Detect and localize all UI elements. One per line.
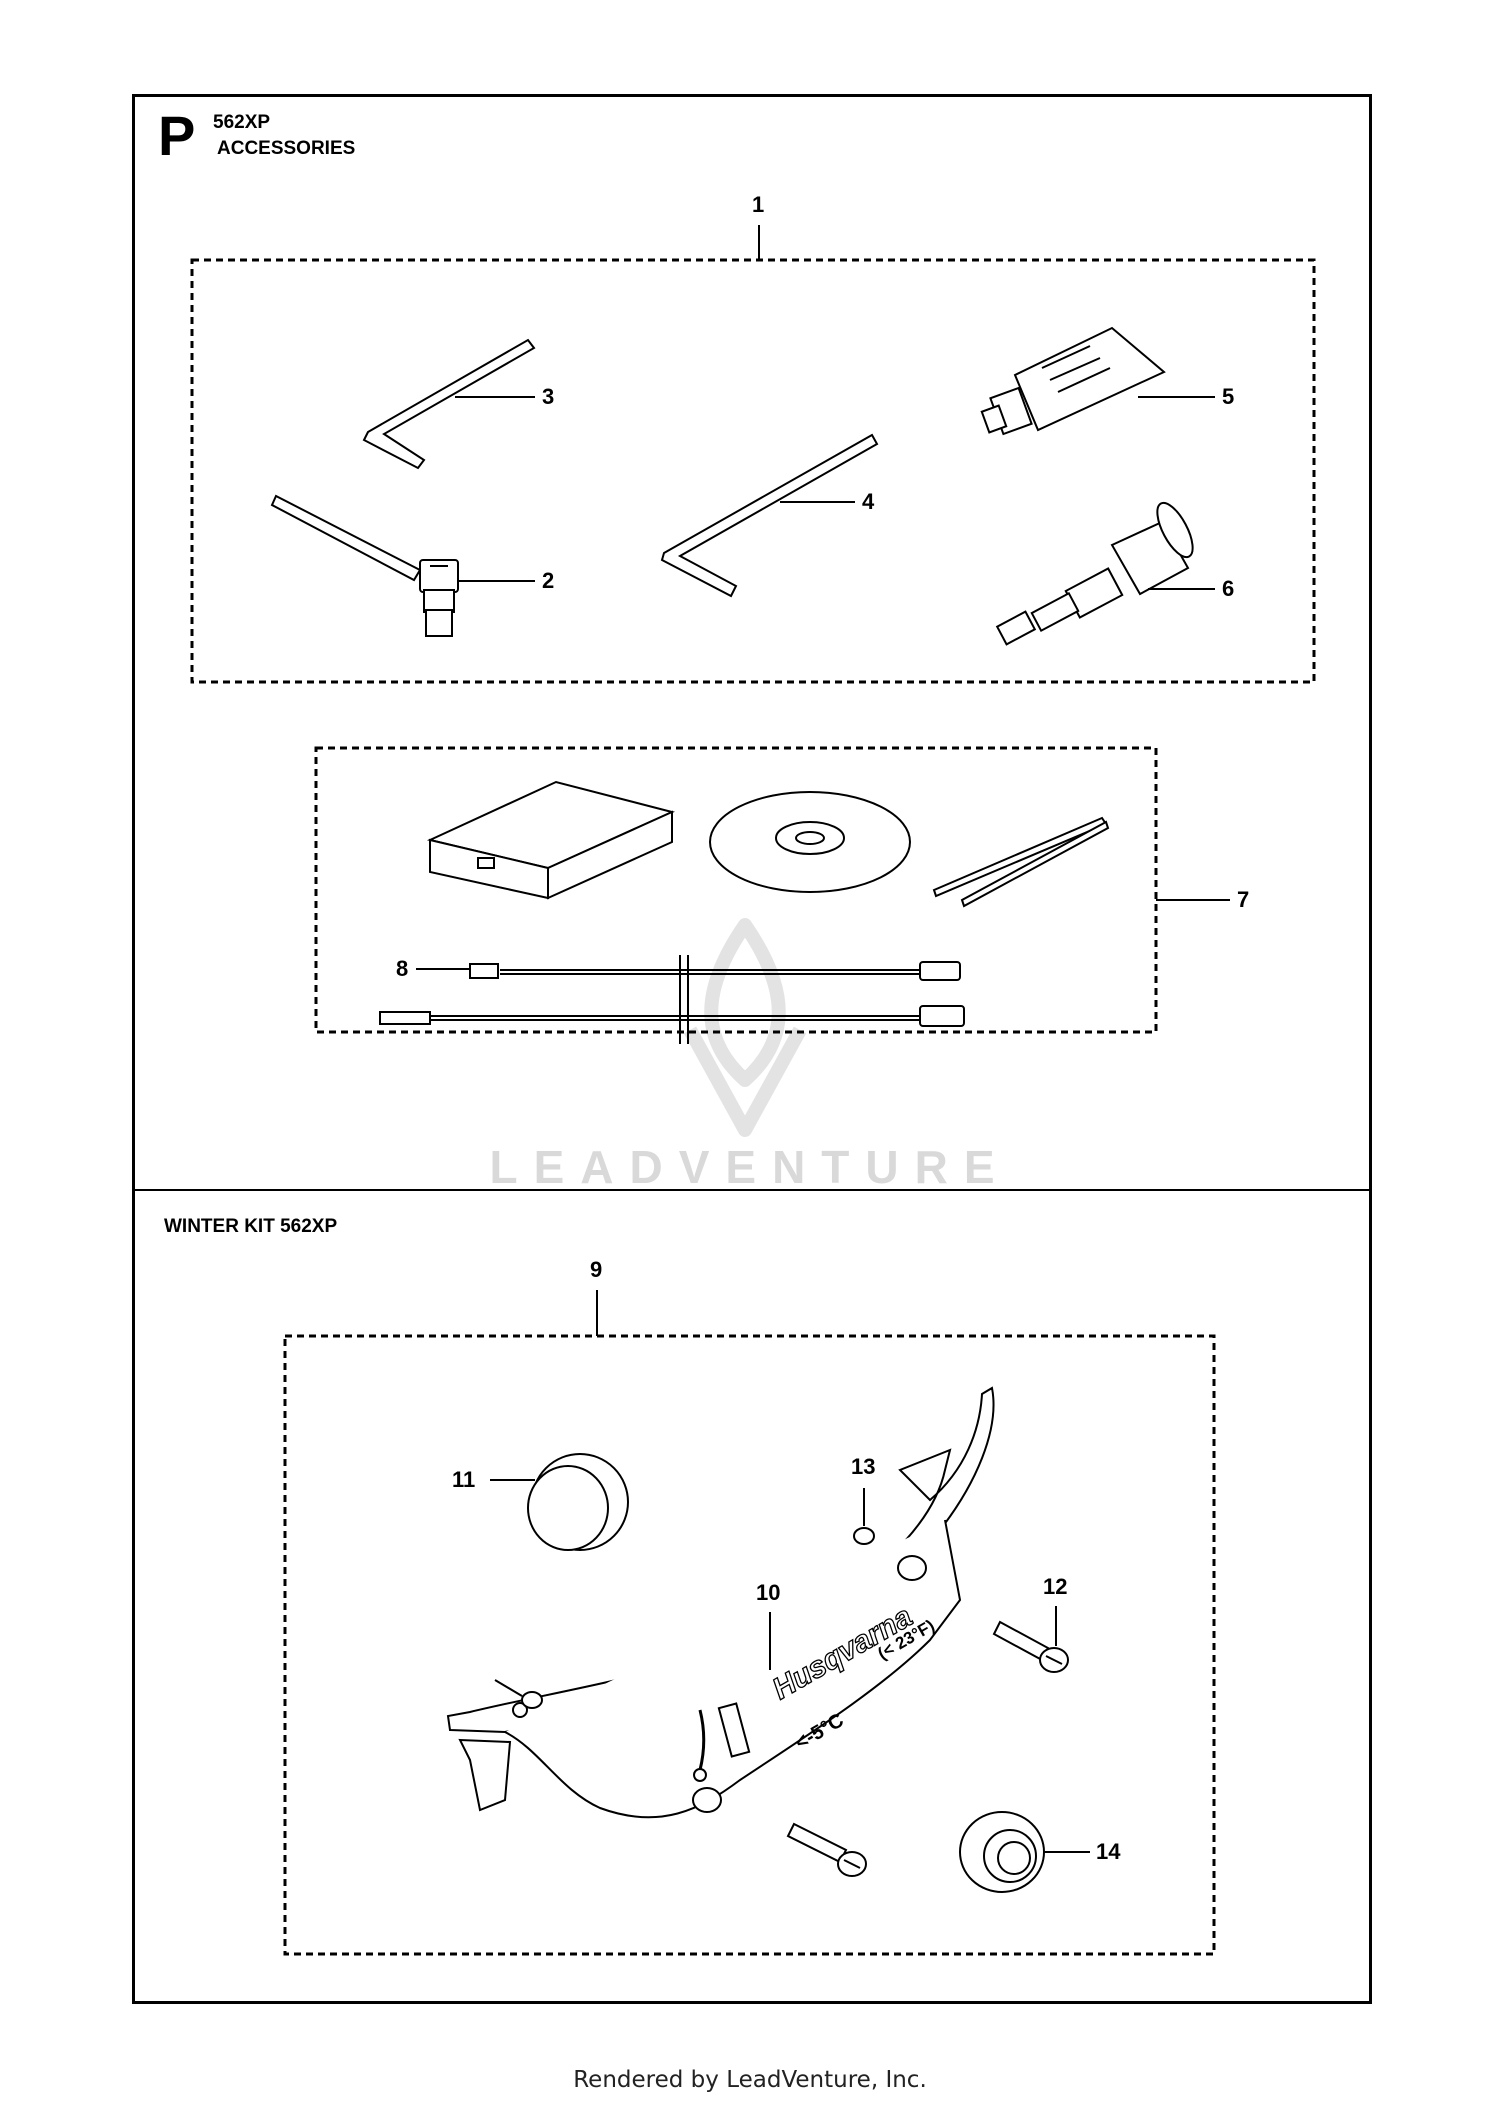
usb-cable-icon	[379, 1000, 965, 1044]
callout-5: 5	[1222, 384, 1234, 409]
section-divider	[132, 1189, 1372, 1191]
o-ring-icon	[853, 1527, 875, 1545]
kit-1-box	[190, 258, 1316, 684]
footer-credit: Rendered by LeadVenture, Inc.	[573, 2067, 927, 2093]
callout-14: 14	[1096, 1839, 1121, 1864]
screw-upper-icon	[992, 1620, 1069, 1673]
tweezers-icon	[932, 816, 1110, 908]
callout-10: 10	[756, 1580, 780, 1605]
kit-7-box	[314, 746, 1158, 1034]
callout-2: 2	[542, 568, 554, 593]
callout-8: 8	[396, 956, 408, 981]
winter-cover-plate-icon	[446, 1386, 995, 1819]
callout-1: 1	[752, 192, 764, 217]
o-ring-left-icon	[521, 1691, 543, 1709]
callout-12: 12	[1043, 1574, 1067, 1599]
watermark-text: LEADVENTURE	[489, 1141, 1011, 1193]
diagnostic-interface-box-icon	[426, 780, 675, 900]
watermark-logo-icon	[683, 918, 807, 1137]
rubber-plug-icon	[527, 1453, 629, 1551]
grommet-icon	[959, 1811, 1045, 1893]
piston-stop-icon	[995, 501, 1194, 646]
software-cd-icon	[709, 791, 911, 893]
callout-9: 9	[590, 1257, 602, 1282]
kit-9-box	[283, 1334, 1216, 1956]
combination-spanner-icon	[270, 494, 459, 637]
diagnostic-cable-icon	[469, 955, 961, 1000]
screw-lower-icon	[786, 1822, 867, 1877]
callout-6: 6	[1222, 576, 1234, 601]
winter-kit-title: WINTER KIT 562XP	[164, 1216, 338, 1237]
model-number: 562XP	[213, 112, 271, 133]
callout-4: 4	[862, 489, 875, 514]
callout-11: 11	[452, 1467, 475, 1492]
grease-tube-icon	[980, 326, 1166, 436]
section-title: ACCESSORIES	[217, 138, 356, 159]
hex-key-large-icon	[660, 433, 879, 598]
callout-3: 3	[542, 384, 554, 409]
section-letter: P	[158, 104, 196, 167]
diagram-frame	[132, 94, 1372, 2004]
callout-7: 7	[1237, 887, 1249, 912]
hex-key-small-icon	[362, 338, 536, 470]
callout-13: 13	[851, 1454, 875, 1479]
